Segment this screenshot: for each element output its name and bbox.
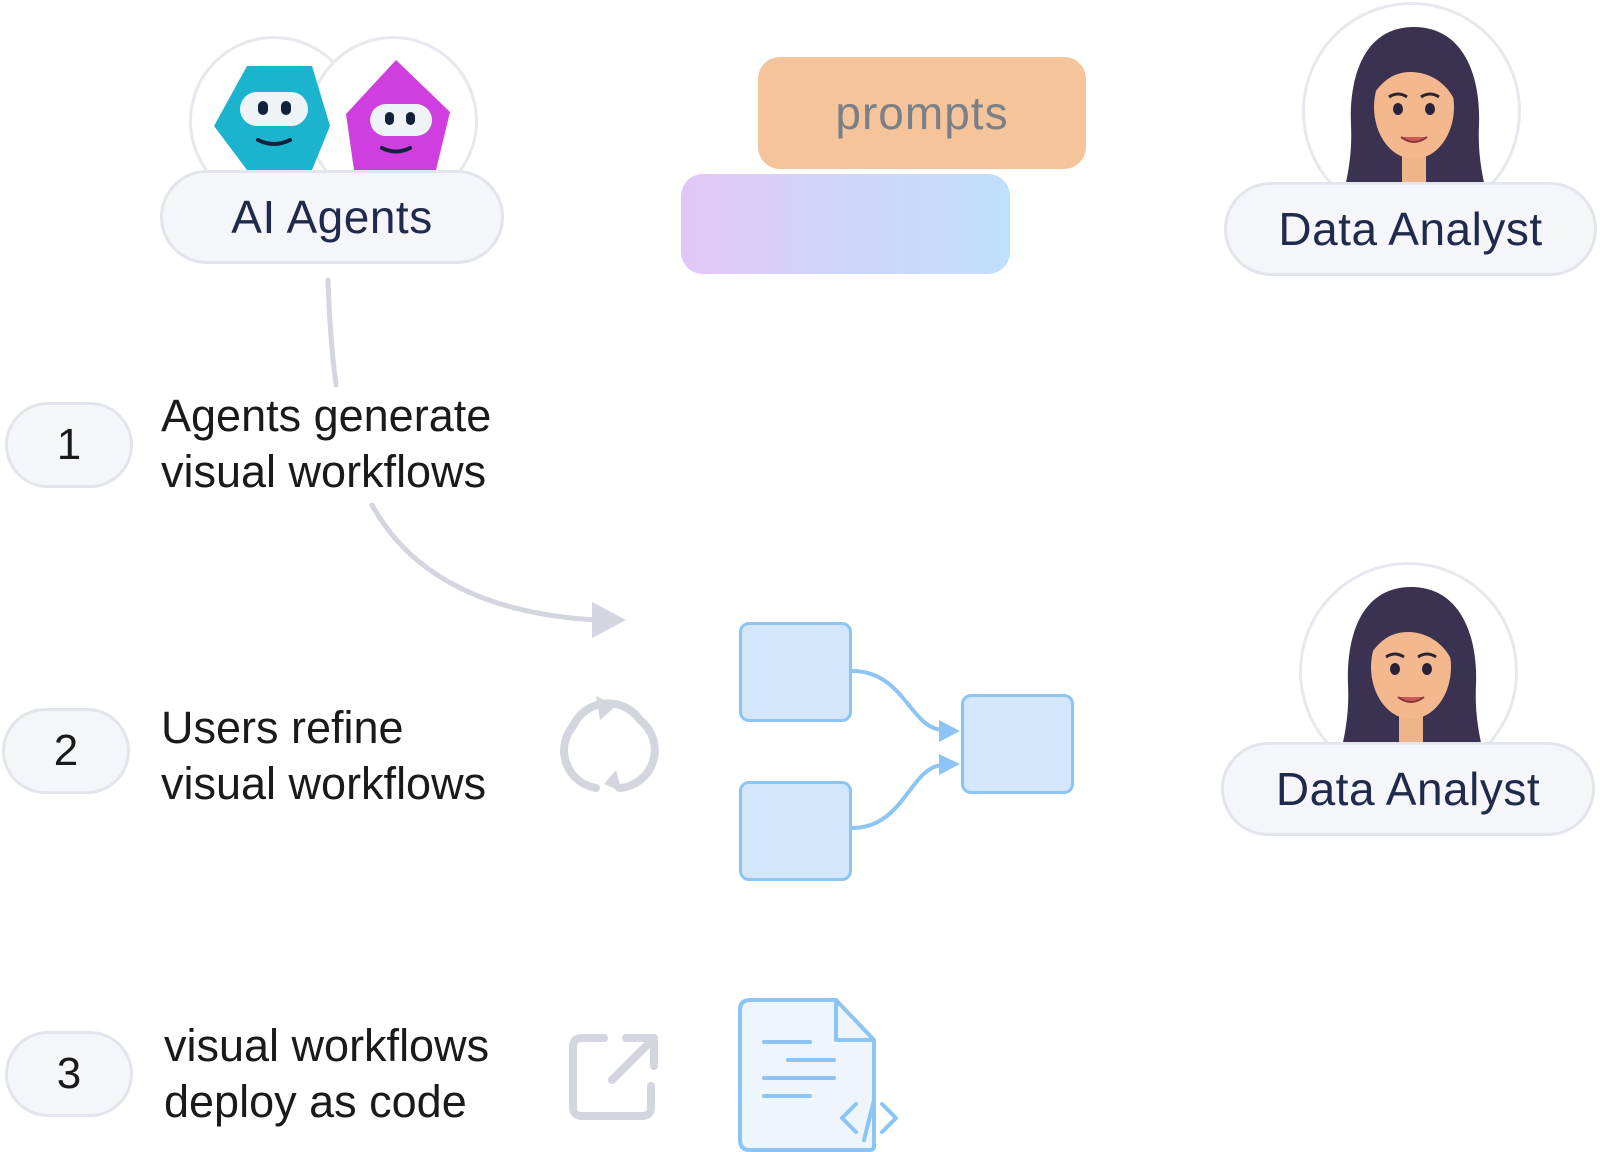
prompts-label: prompts [835,87,1009,139]
prompts-card: prompts [758,57,1086,169]
step-3-badge: 3 [5,1031,133,1117]
step-2-line2: visual workflows [161,758,487,809]
workflow-node-2 [739,781,852,881]
analyst-top-label: Data Analyst [1278,203,1543,255]
prompt-gradient-card [681,174,1010,274]
step-2-number: 2 [53,726,79,775]
step-3-text: visual workflows deploy as code [164,1018,489,1130]
step1-to-workflow-arrow [369,502,598,623]
step-2-text: Users refine visual workflows [161,700,486,812]
ai-agents-label: AI Agents [231,191,433,243]
analyst-mid-pill: Data Analyst [1221,742,1595,836]
analyst-mid-label: Data Analyst [1275,763,1541,815]
analyst-top-pill: Data Analyst [1224,182,1597,276]
step-1-line2: visual workflows [161,446,487,497]
step-1-text: Agents generate visual workflows [161,388,491,500]
workflow-node-1 [739,622,852,722]
step-3-number: 3 [56,1049,82,1098]
teal-robot-icon [214,66,330,170]
workflow-node-3 [961,694,1074,794]
step-3-line2: deploy as code [164,1076,467,1127]
step-3-line1: visual workflows [164,1020,490,1071]
step-1-line1: Agents generate [161,390,492,441]
step-2-badge: 2 [2,708,130,794]
step-1-number: 1 [56,420,82,469]
arrow-head [592,602,626,638]
ai-agents-pill: AI Agents [160,170,504,264]
step-2-line1: Users refine [161,702,404,753]
step-1-badge: 1 [5,402,133,488]
agents-to-step1-line [325,277,339,388]
magenta-robot-icon [346,60,450,170]
